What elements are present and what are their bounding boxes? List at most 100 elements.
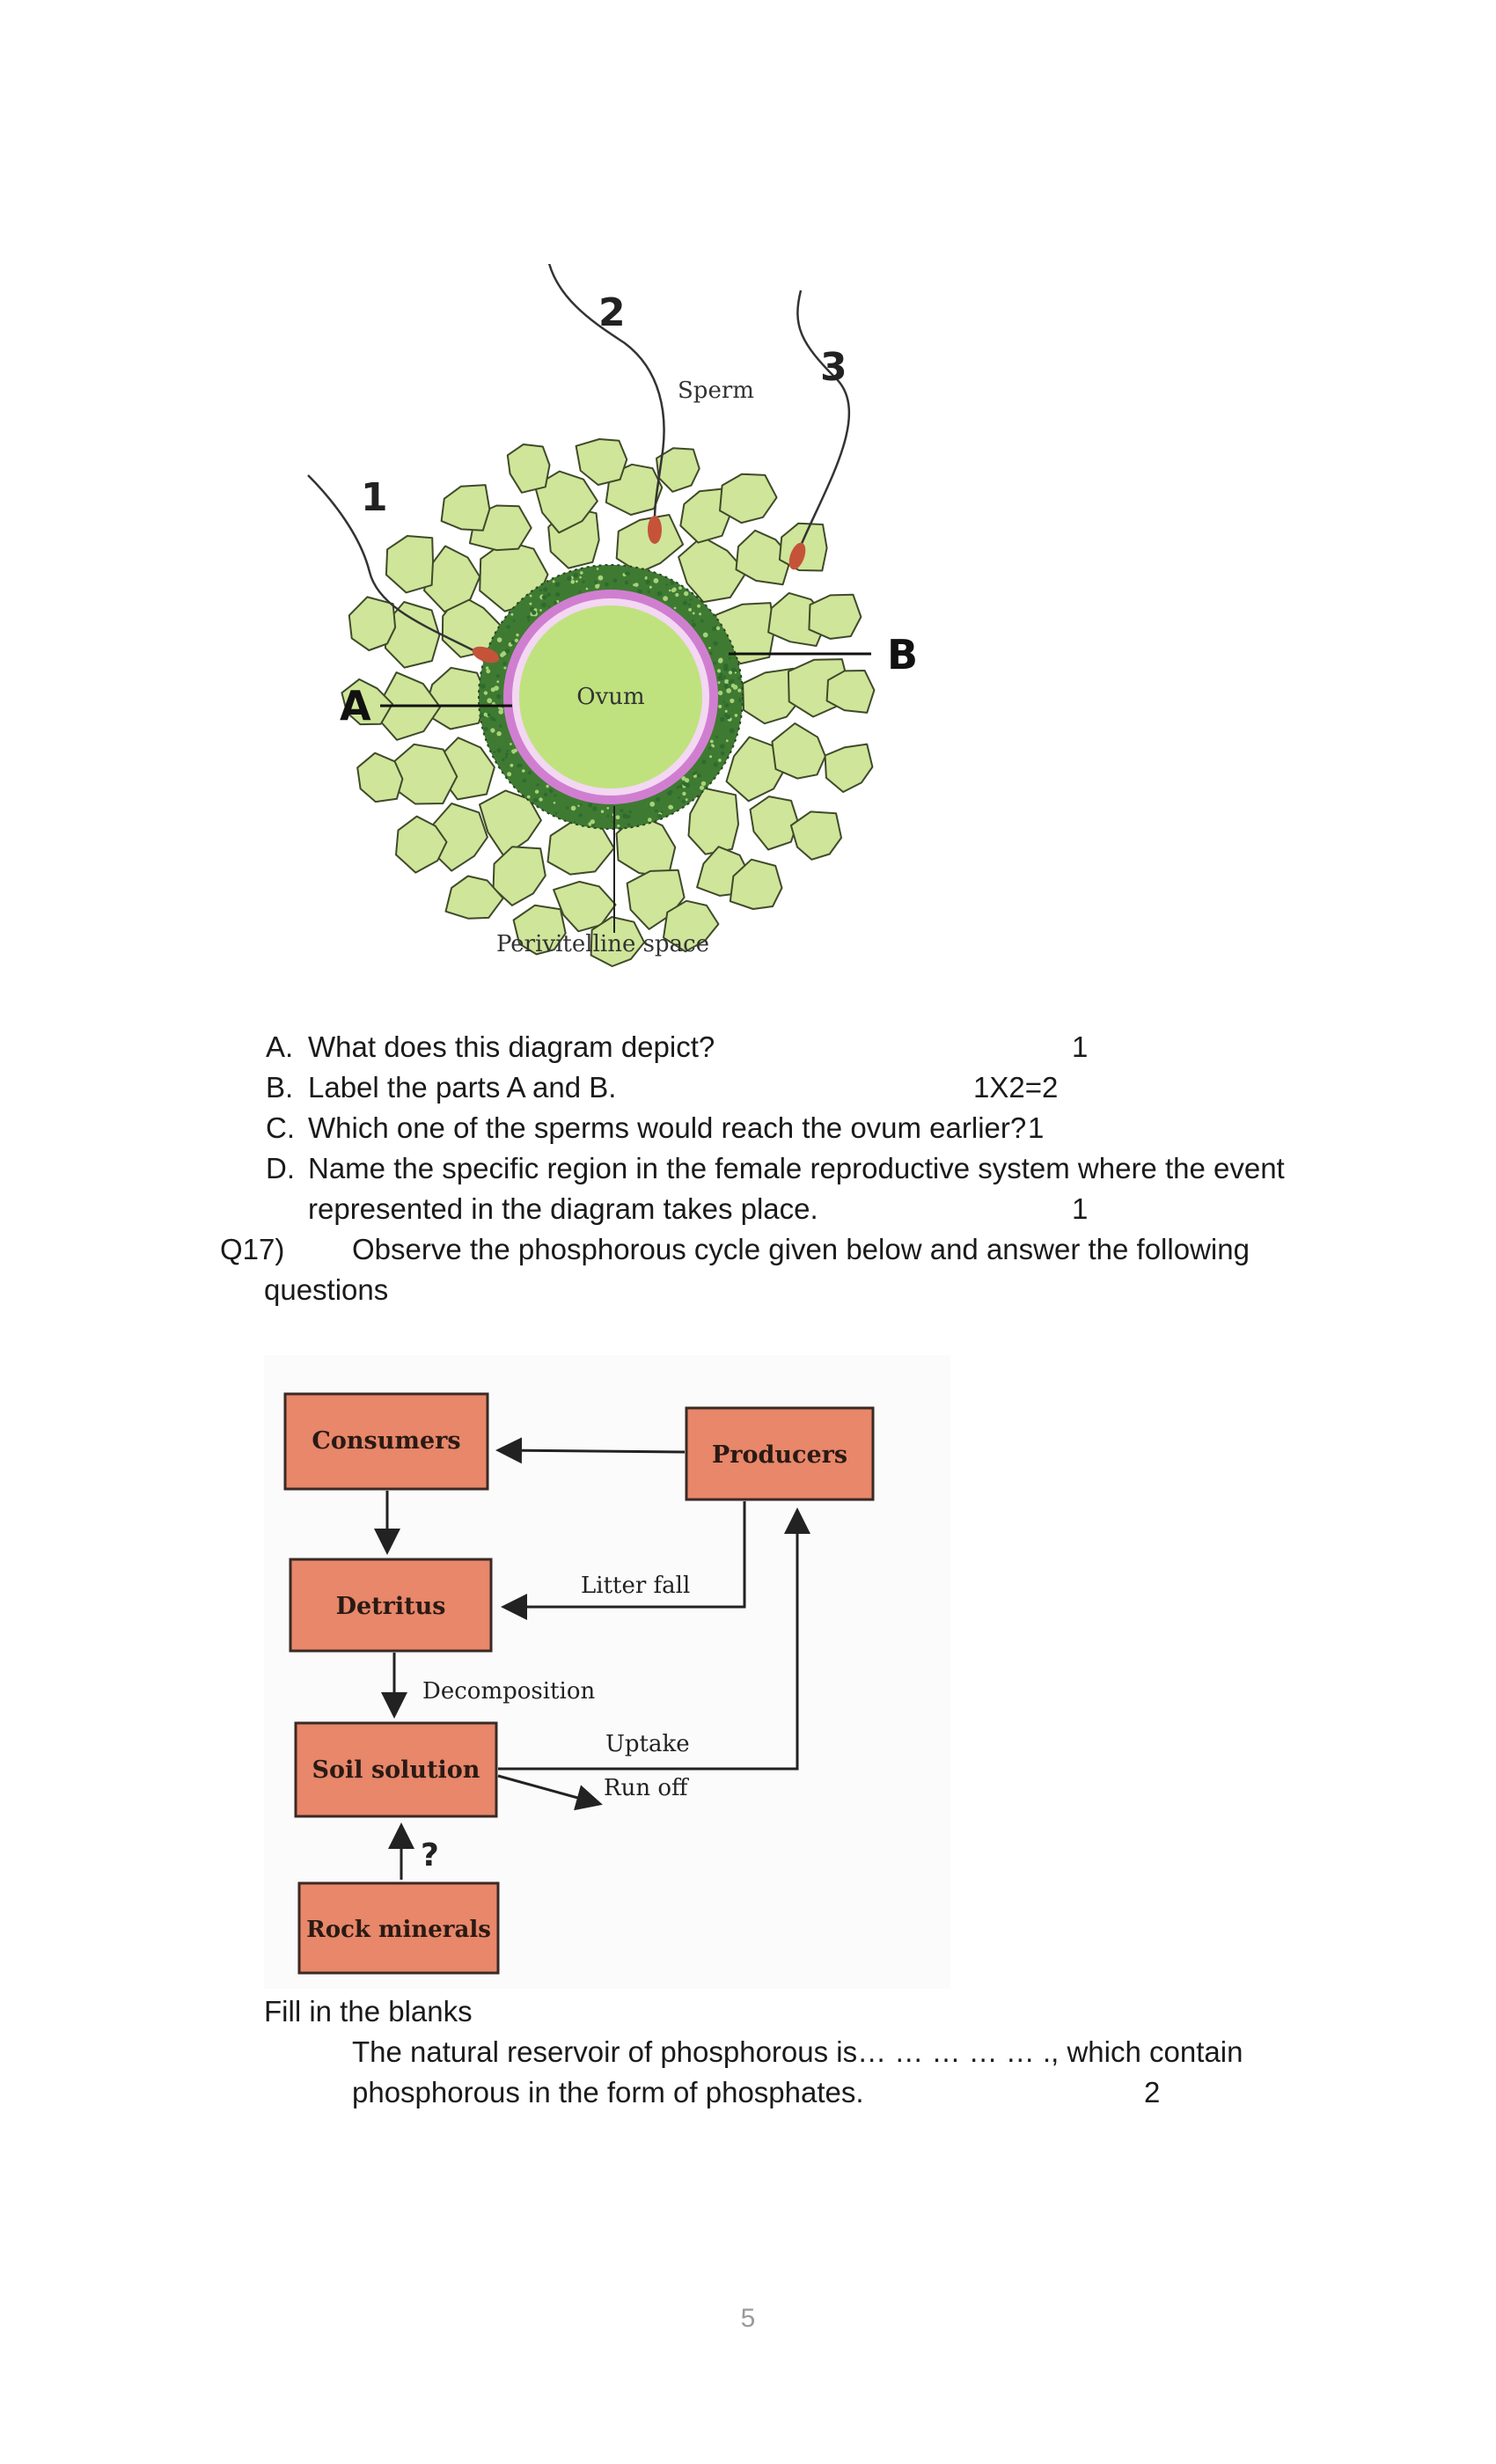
- sperm-2-tail: [548, 264, 665, 520]
- q16-item-c-text: Which one of the sperms would reach the …: [308, 1111, 1027, 1144]
- corona-granule: [715, 626, 721, 631]
- corona-granule: [570, 805, 576, 811]
- corona-granule: [685, 778, 690, 783]
- corona-granule: [624, 571, 628, 576]
- corona-granule: [490, 716, 495, 721]
- corona-granule: [711, 626, 716, 631]
- corona-granules: [480, 568, 743, 828]
- fill-blanks-mark: 2: [1144, 2076, 1161, 2108]
- follicle-cell: [348, 596, 397, 651]
- q16-item-b-letter: B.: [266, 1071, 294, 1104]
- corona-granule: [665, 583, 668, 586]
- corona-granule: [487, 698, 493, 704]
- corona-granule: [596, 568, 599, 570]
- corona-granule: [667, 790, 672, 796]
- corona-granule: [502, 661, 508, 666]
- corona-granule: [723, 675, 727, 678]
- corona-granule: [718, 759, 722, 762]
- corona-granule: [570, 579, 576, 584]
- corona-granule: [539, 797, 543, 802]
- corona-granule: [598, 575, 604, 581]
- corona-granule: [510, 612, 514, 616]
- corona-granule: [604, 582, 609, 587]
- corona-granule: [647, 590, 651, 594]
- corona-granule: [480, 683, 486, 689]
- corona-granule: [637, 589, 642, 594]
- corona-granule: [594, 580, 598, 584]
- corona-granule: [718, 704, 722, 708]
- corona-granule: [678, 586, 682, 590]
- corona-granule: [595, 583, 600, 589]
- corona-granule: [532, 610, 537, 615]
- fertilization-diagram: Ovum 1 2 3 Sperm A B Perivitelline space: [307, 264, 918, 967]
- corona-granule: [722, 700, 725, 704]
- corona-granule: [702, 632, 708, 638]
- q16-item-d-letter: D.: [266, 1152, 295, 1184]
- follicle-cell: [506, 444, 551, 494]
- corona-granule: [649, 585, 652, 589]
- corona-granule: [507, 772, 512, 777]
- fill-blanks-heading: Fill in the blanks: [264, 1995, 473, 2028]
- corona-granule: [624, 580, 629, 585]
- uptake-arrow: [498, 1507, 810, 1771]
- follicle-cell: [789, 810, 842, 861]
- corona-granule: [484, 727, 488, 731]
- corona-granule: [708, 647, 711, 649]
- corona-granule: [500, 652, 505, 657]
- corona-granule: [553, 802, 556, 804]
- corona-granule: [648, 818, 652, 822]
- corona-granule: [700, 785, 704, 790]
- q16-item-c-mark: 1: [1028, 1111, 1045, 1144]
- corona-granule: [483, 712, 488, 717]
- litter-fall-arrow: [501, 1501, 746, 1620]
- follicle-cell: [824, 743, 874, 793]
- fill-blanks-line2: phosphorous in the form of phosphates.: [352, 2076, 864, 2108]
- follicle-cell: [719, 473, 778, 524]
- corona-granule: [606, 807, 610, 810]
- corona-granule: [708, 651, 713, 656]
- corona-granule: [645, 579, 650, 585]
- corona-granule: [728, 656, 731, 660]
- corona-granule: [512, 751, 516, 754]
- corona-granule: [547, 605, 550, 608]
- corona-granule: [495, 674, 500, 678]
- corona-granule: [533, 797, 539, 803]
- corona-granule: [732, 685, 738, 690]
- corona-granule: [685, 798, 688, 802]
- corona-granule: [691, 620, 694, 622]
- page-number: 5: [740, 2304, 756, 2333]
- corona-granule: [720, 744, 725, 749]
- corona-granule: [724, 709, 728, 713]
- follicle-cell: [678, 535, 748, 604]
- corona-granule: [541, 594, 547, 600]
- corona-granule: [670, 580, 675, 585]
- corona-granule: [655, 809, 658, 813]
- corona-granule: [713, 661, 716, 665]
- producers-label: Producers: [712, 1441, 847, 1469]
- corona-granule: [688, 608, 692, 612]
- corona-granule: [510, 743, 512, 745]
- corona-granule: [694, 771, 698, 774]
- soil-solution-box: [294, 1721, 498, 1818]
- corona-granule: [656, 590, 663, 597]
- corona-granule: [724, 703, 730, 708]
- corona-granule: [480, 712, 485, 718]
- sperm-1-tail: [307, 474, 476, 653]
- unknown-process-label: ?: [421, 1837, 439, 1874]
- q16-item-b-mark: 1X2=2: [973, 1071, 1059, 1104]
- corona-granule: [566, 806, 569, 810]
- follicle-cell: [663, 899, 720, 953]
- corona-granule: [700, 619, 704, 623]
- q17-text: Observe the phosphorous cycle given belo…: [352, 1233, 1250, 1265]
- sperm-number-3: 3: [820, 345, 847, 390]
- follicle-cell: [687, 787, 739, 855]
- label-a: A: [340, 682, 371, 730]
- q16-item-a-text: What does this diagram depict?: [308, 1030, 715, 1063]
- corona-granule: [723, 684, 730, 689]
- corona-granule: [655, 796, 661, 803]
- sperm-label: Sperm: [678, 378, 754, 404]
- sperm-3-head: [788, 542, 806, 570]
- follicle-cell: [808, 593, 862, 640]
- follicle-cell: [725, 736, 788, 803]
- corona-granule: [529, 594, 532, 598]
